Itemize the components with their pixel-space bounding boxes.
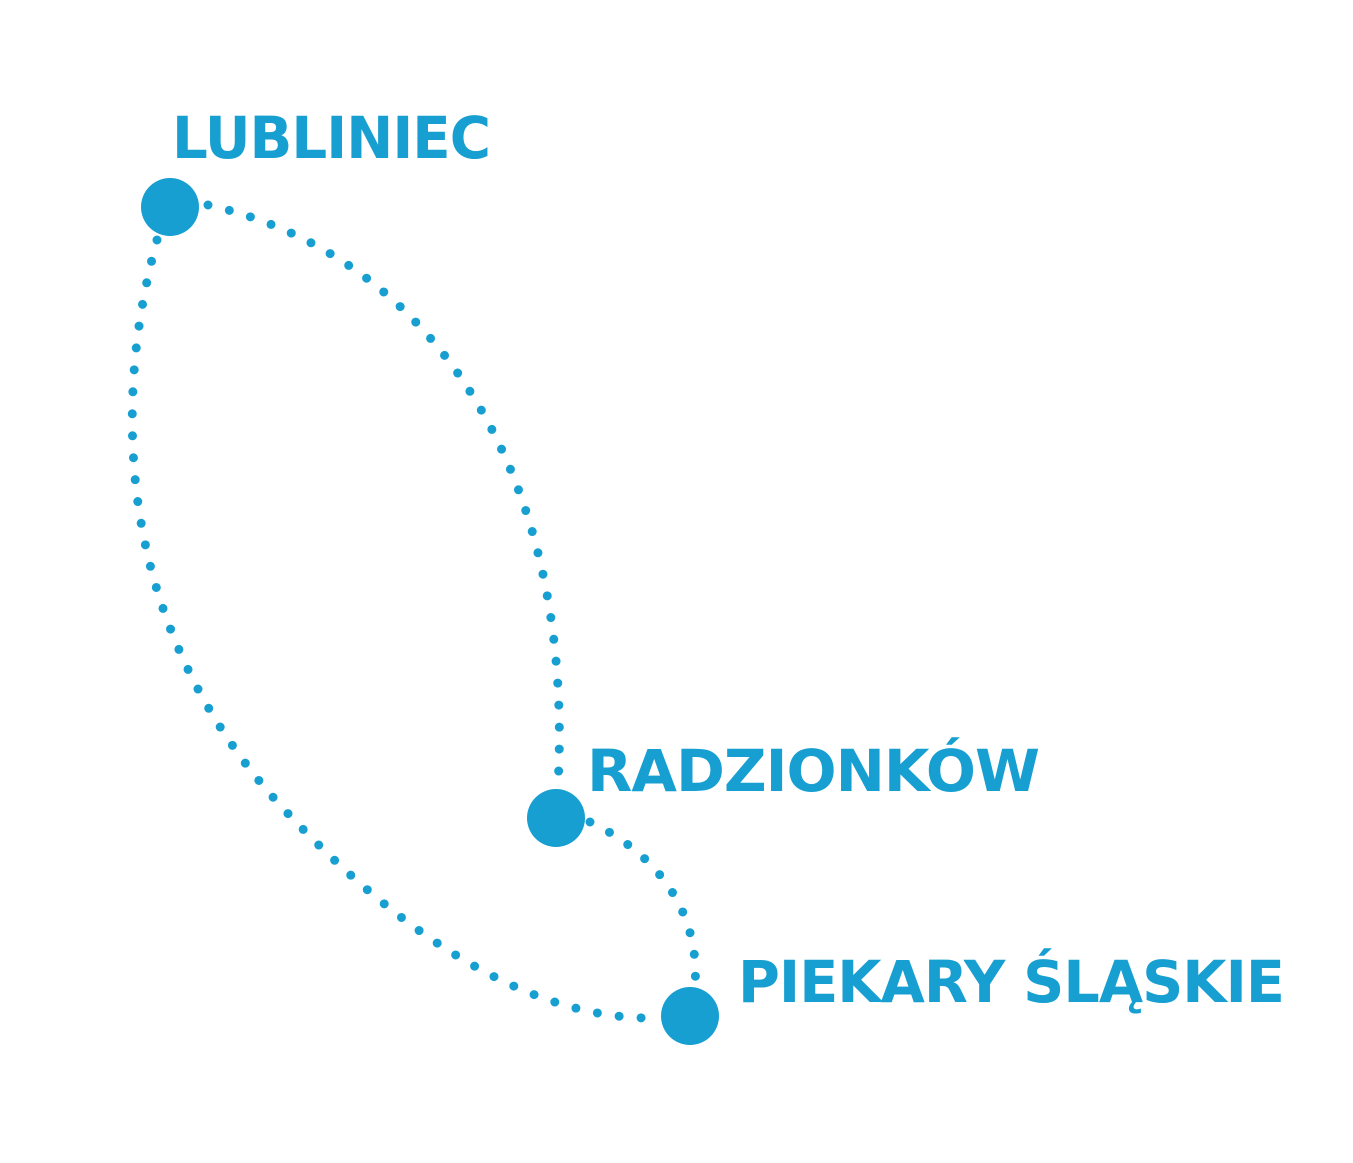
city-marker-piekary (661, 987, 719, 1045)
route-radzionkow-piekary (585, 817, 700, 990)
city-label-lubliniec: LUBLINIEC (172, 104, 490, 172)
city-label-piekary: PIEKARY ŚLĄSKIE (738, 947, 1284, 1016)
route-lubliniec-piekary (127, 235, 660, 1023)
city-label-radzionkow: RADZIONKÓW (587, 736, 1039, 805)
route-lubliniec-radzionkow (203, 200, 564, 790)
city-marker-lubliniec (141, 178, 199, 236)
city-marker-radzionkow (527, 789, 585, 847)
